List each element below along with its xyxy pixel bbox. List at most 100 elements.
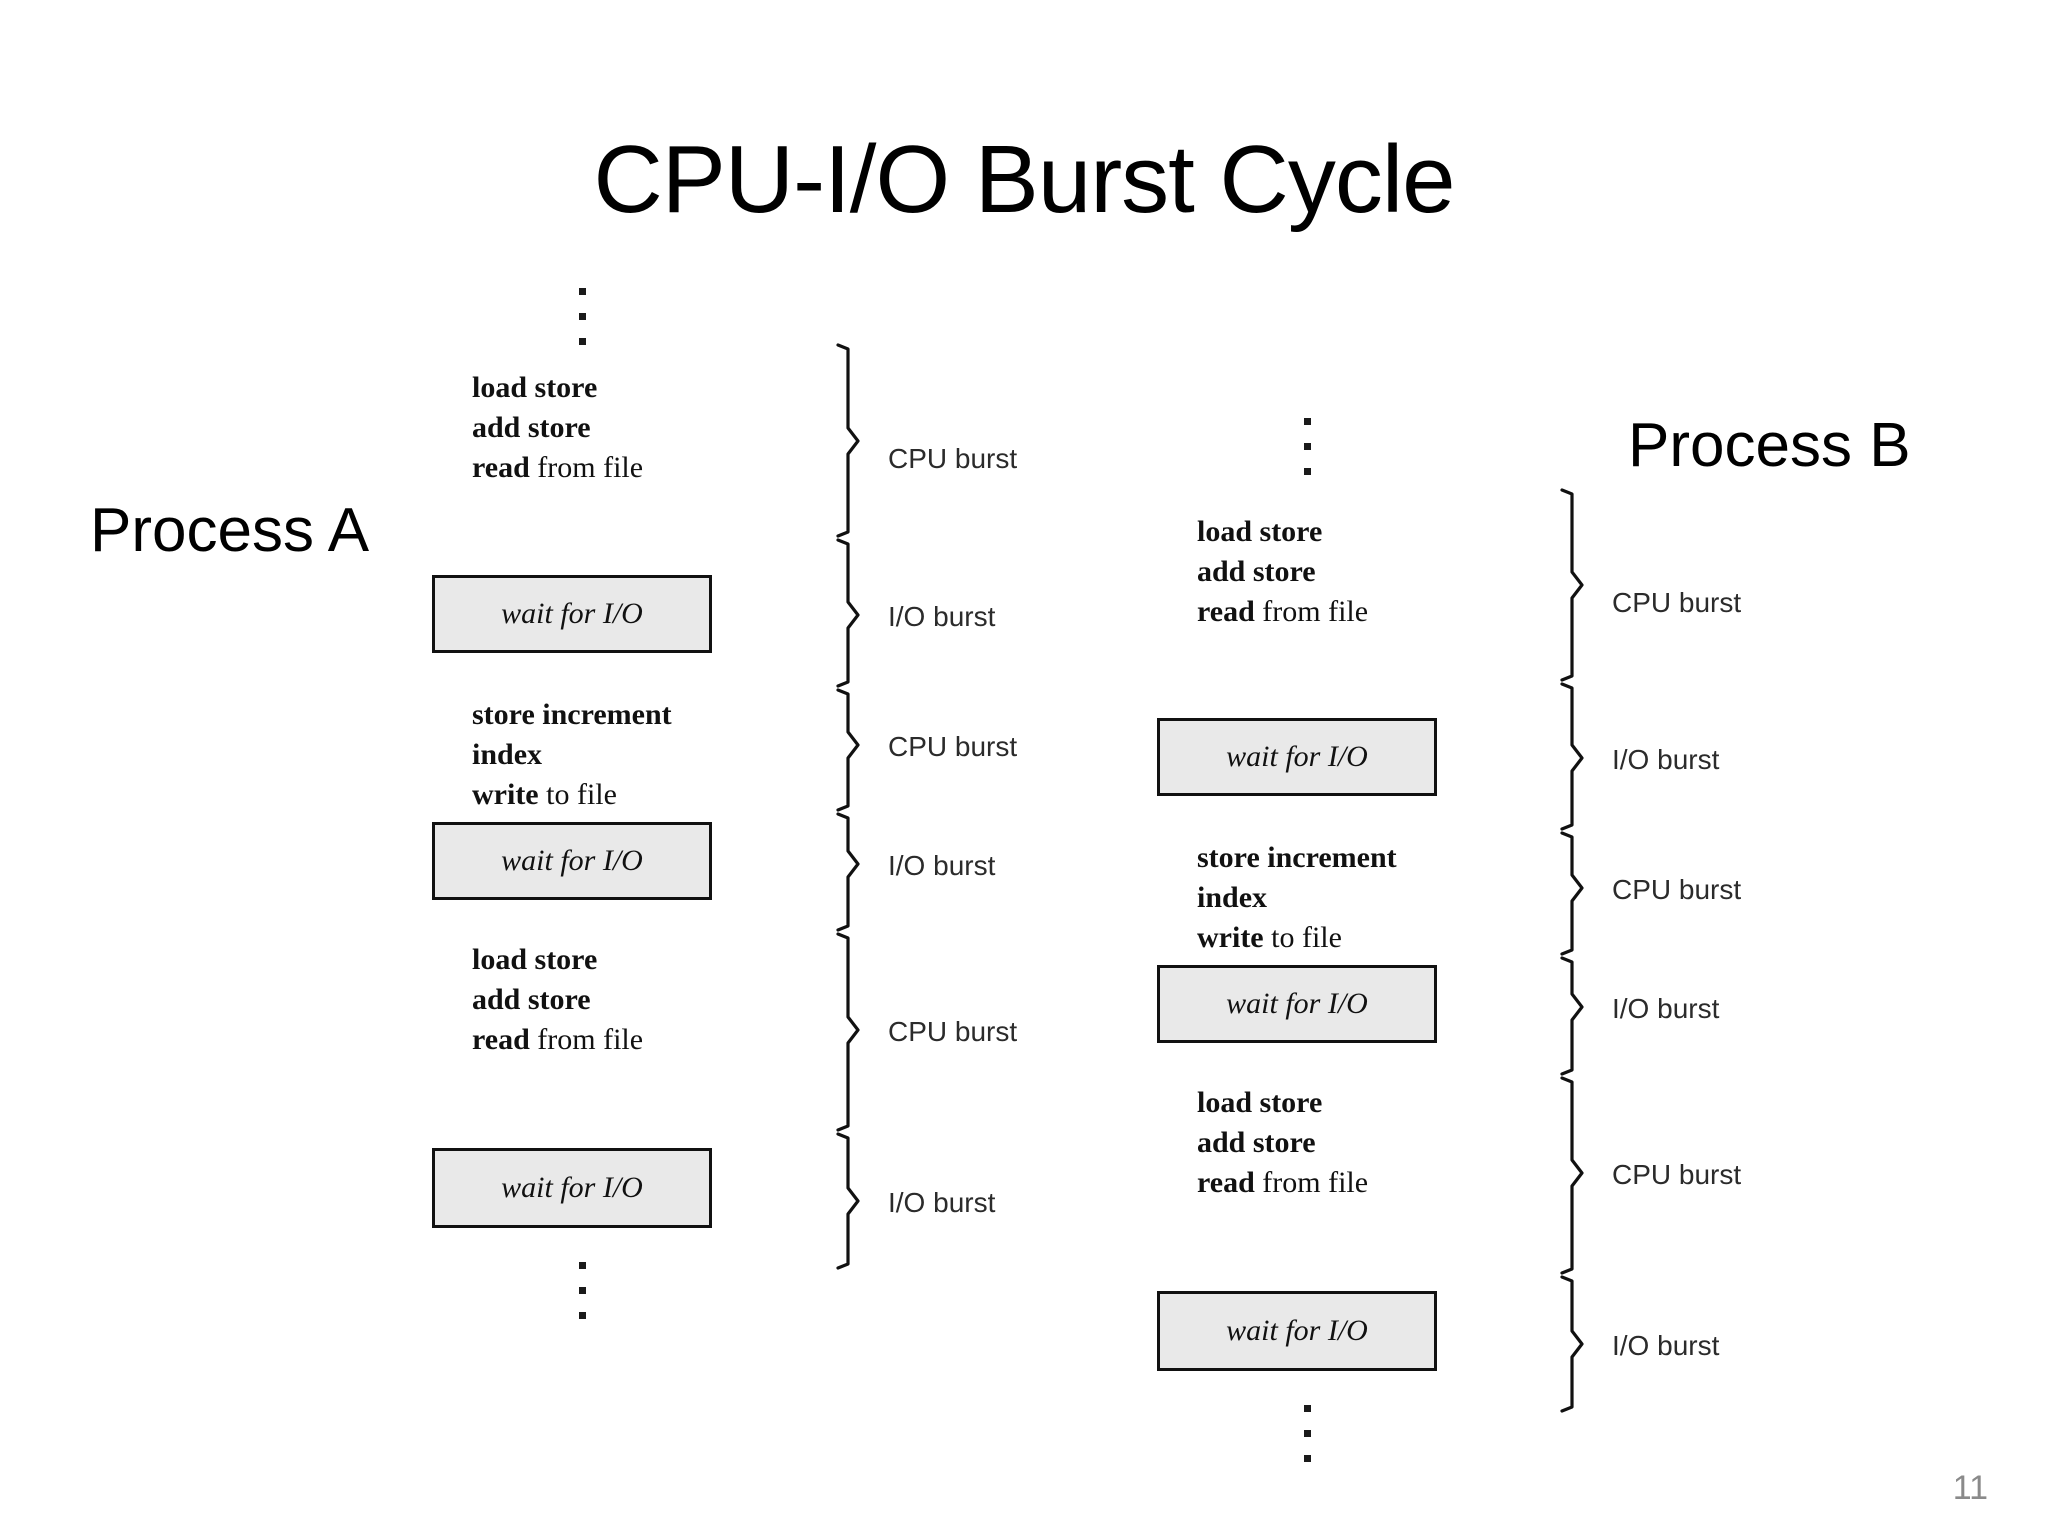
- code-op: write: [1197, 921, 1264, 954]
- code-line: load store: [1197, 1083, 1368, 1123]
- code-block: load store add store read from file: [1197, 1083, 1368, 1203]
- brace-path: [1560, 1275, 1584, 1413]
- dot: [578, 1262, 586, 1269]
- code-op: read: [1197, 1166, 1255, 1199]
- brace-path: [836, 688, 860, 812]
- dot: [578, 338, 586, 345]
- dot: [1303, 1405, 1311, 1412]
- brace-path: [1560, 682, 1584, 831]
- wait-for-io-label: wait for I/O: [501, 597, 643, 630]
- code-op: add store: [1197, 555, 1316, 588]
- code-op: write: [472, 778, 539, 811]
- code-line: add store: [1197, 1123, 1368, 1163]
- ellipsis-top-b: [1287, 418, 1327, 475]
- process-b-caption: Process B: [1628, 411, 1911, 480]
- dot: [1303, 1430, 1311, 1437]
- dot: [578, 288, 586, 295]
- page-number: 11: [1952, 1469, 1988, 1507]
- code-op: index: [472, 738, 543, 771]
- brace-path: [1560, 956, 1584, 1076]
- wait-for-io-box: wait for I/O: [432, 822, 712, 900]
- code-op: add store: [472, 411, 591, 444]
- code-block: load store add store read from file: [472, 940, 643, 1060]
- code-line: add store: [1197, 552, 1368, 592]
- code-line: store increment: [472, 695, 672, 735]
- ellipsis-top-a: [562, 288, 602, 345]
- code-line: load store: [1197, 512, 1368, 552]
- code-op: read: [1197, 595, 1255, 628]
- code-op: add store: [472, 983, 591, 1016]
- ellipsis-bottom-b: [1287, 1405, 1327, 1462]
- wait-for-io-box: wait for I/O: [432, 1148, 712, 1228]
- code-op: load store: [1197, 515, 1323, 548]
- code-line: add store: [472, 408, 643, 448]
- code-op: store increment: [472, 698, 672, 731]
- wait-for-io-box: wait for I/O: [1157, 965, 1437, 1043]
- code-line: read from file: [1197, 1163, 1368, 1203]
- code-line: load store: [472, 940, 643, 980]
- dot: [1303, 468, 1311, 475]
- code-line: load store: [472, 368, 643, 408]
- code-line: index: [472, 735, 672, 775]
- code-op: read: [472, 451, 530, 484]
- brace-path: [836, 1132, 860, 1270]
- burst-label-cpu: CPU burst: [1612, 874, 1742, 905]
- code-block: load store add store read from file: [1197, 512, 1368, 632]
- code-op: load store: [472, 943, 598, 976]
- burst-label-io: I/O burst: [1612, 744, 1720, 775]
- code-line: read from file: [472, 1020, 643, 1060]
- burst-label-io: I/O burst: [888, 1187, 996, 1218]
- wait-for-io-box: wait for I/O: [432, 575, 712, 653]
- code-line: add store: [472, 980, 643, 1020]
- page-title: CPU-I/O Burst Cycle: [593, 126, 1455, 233]
- dot: [578, 1312, 586, 1319]
- code-line: index: [1197, 878, 1397, 918]
- burst-label-cpu: CPU burst: [888, 1016, 1018, 1047]
- burst-label-cpu: CPU burst: [1612, 1159, 1742, 1190]
- code-block: load store add store read from file: [472, 368, 643, 488]
- brace-path: [1560, 488, 1584, 682]
- code-line: read from file: [472, 448, 643, 488]
- brace-path: [836, 932, 860, 1132]
- burst-label-io: I/O burst: [888, 850, 996, 881]
- code-line: write to file: [1197, 918, 1397, 958]
- brace-path: [1560, 831, 1584, 956]
- code-line: write to file: [472, 775, 672, 815]
- code-op: index: [1197, 881, 1268, 914]
- burst-label-cpu: CPU burst: [1612, 587, 1742, 618]
- dot: [1303, 443, 1311, 450]
- code-op: load store: [472, 371, 598, 404]
- wait-for-io-label: wait for I/O: [501, 1171, 643, 1204]
- burst-label-io: I/O burst: [888, 601, 996, 632]
- dot: [1303, 1455, 1311, 1462]
- code-op: add store: [1197, 1126, 1316, 1159]
- wait-for-io-label: wait for I/O: [1226, 987, 1368, 1020]
- code-line: store increment: [1197, 838, 1397, 878]
- dot: [578, 1287, 586, 1294]
- code-op: store increment: [1197, 841, 1397, 874]
- wait-for-io-box: wait for I/O: [1157, 718, 1437, 796]
- dot: [578, 313, 586, 320]
- burst-label-io: I/O burst: [1612, 1330, 1720, 1361]
- wait-for-io-label: wait for I/O: [501, 844, 643, 877]
- code-op: load store: [1197, 1086, 1323, 1119]
- dot: [1303, 418, 1311, 425]
- code-block: store increment index write to file: [472, 695, 672, 815]
- brace-path: [836, 343, 860, 538]
- code-line: read from file: [1197, 592, 1368, 632]
- code-arg: from file: [1262, 595, 1369, 628]
- wait-for-io-label: wait for I/O: [1226, 740, 1368, 773]
- wait-for-io-box: wait for I/O: [1157, 1291, 1437, 1371]
- brace-path: [1560, 1076, 1584, 1275]
- burst-label-io: I/O burst: [1612, 993, 1720, 1024]
- code-arg: from file: [537, 1023, 644, 1056]
- code-op: read: [472, 1023, 530, 1056]
- code-arg: from file: [537, 451, 644, 484]
- brace-path: [836, 812, 860, 932]
- ellipsis-bottom-a: [562, 1262, 602, 1319]
- code-arg: to file: [1271, 921, 1342, 954]
- brace-path: [836, 538, 860, 688]
- code-block: store increment index write to file: [1197, 838, 1397, 958]
